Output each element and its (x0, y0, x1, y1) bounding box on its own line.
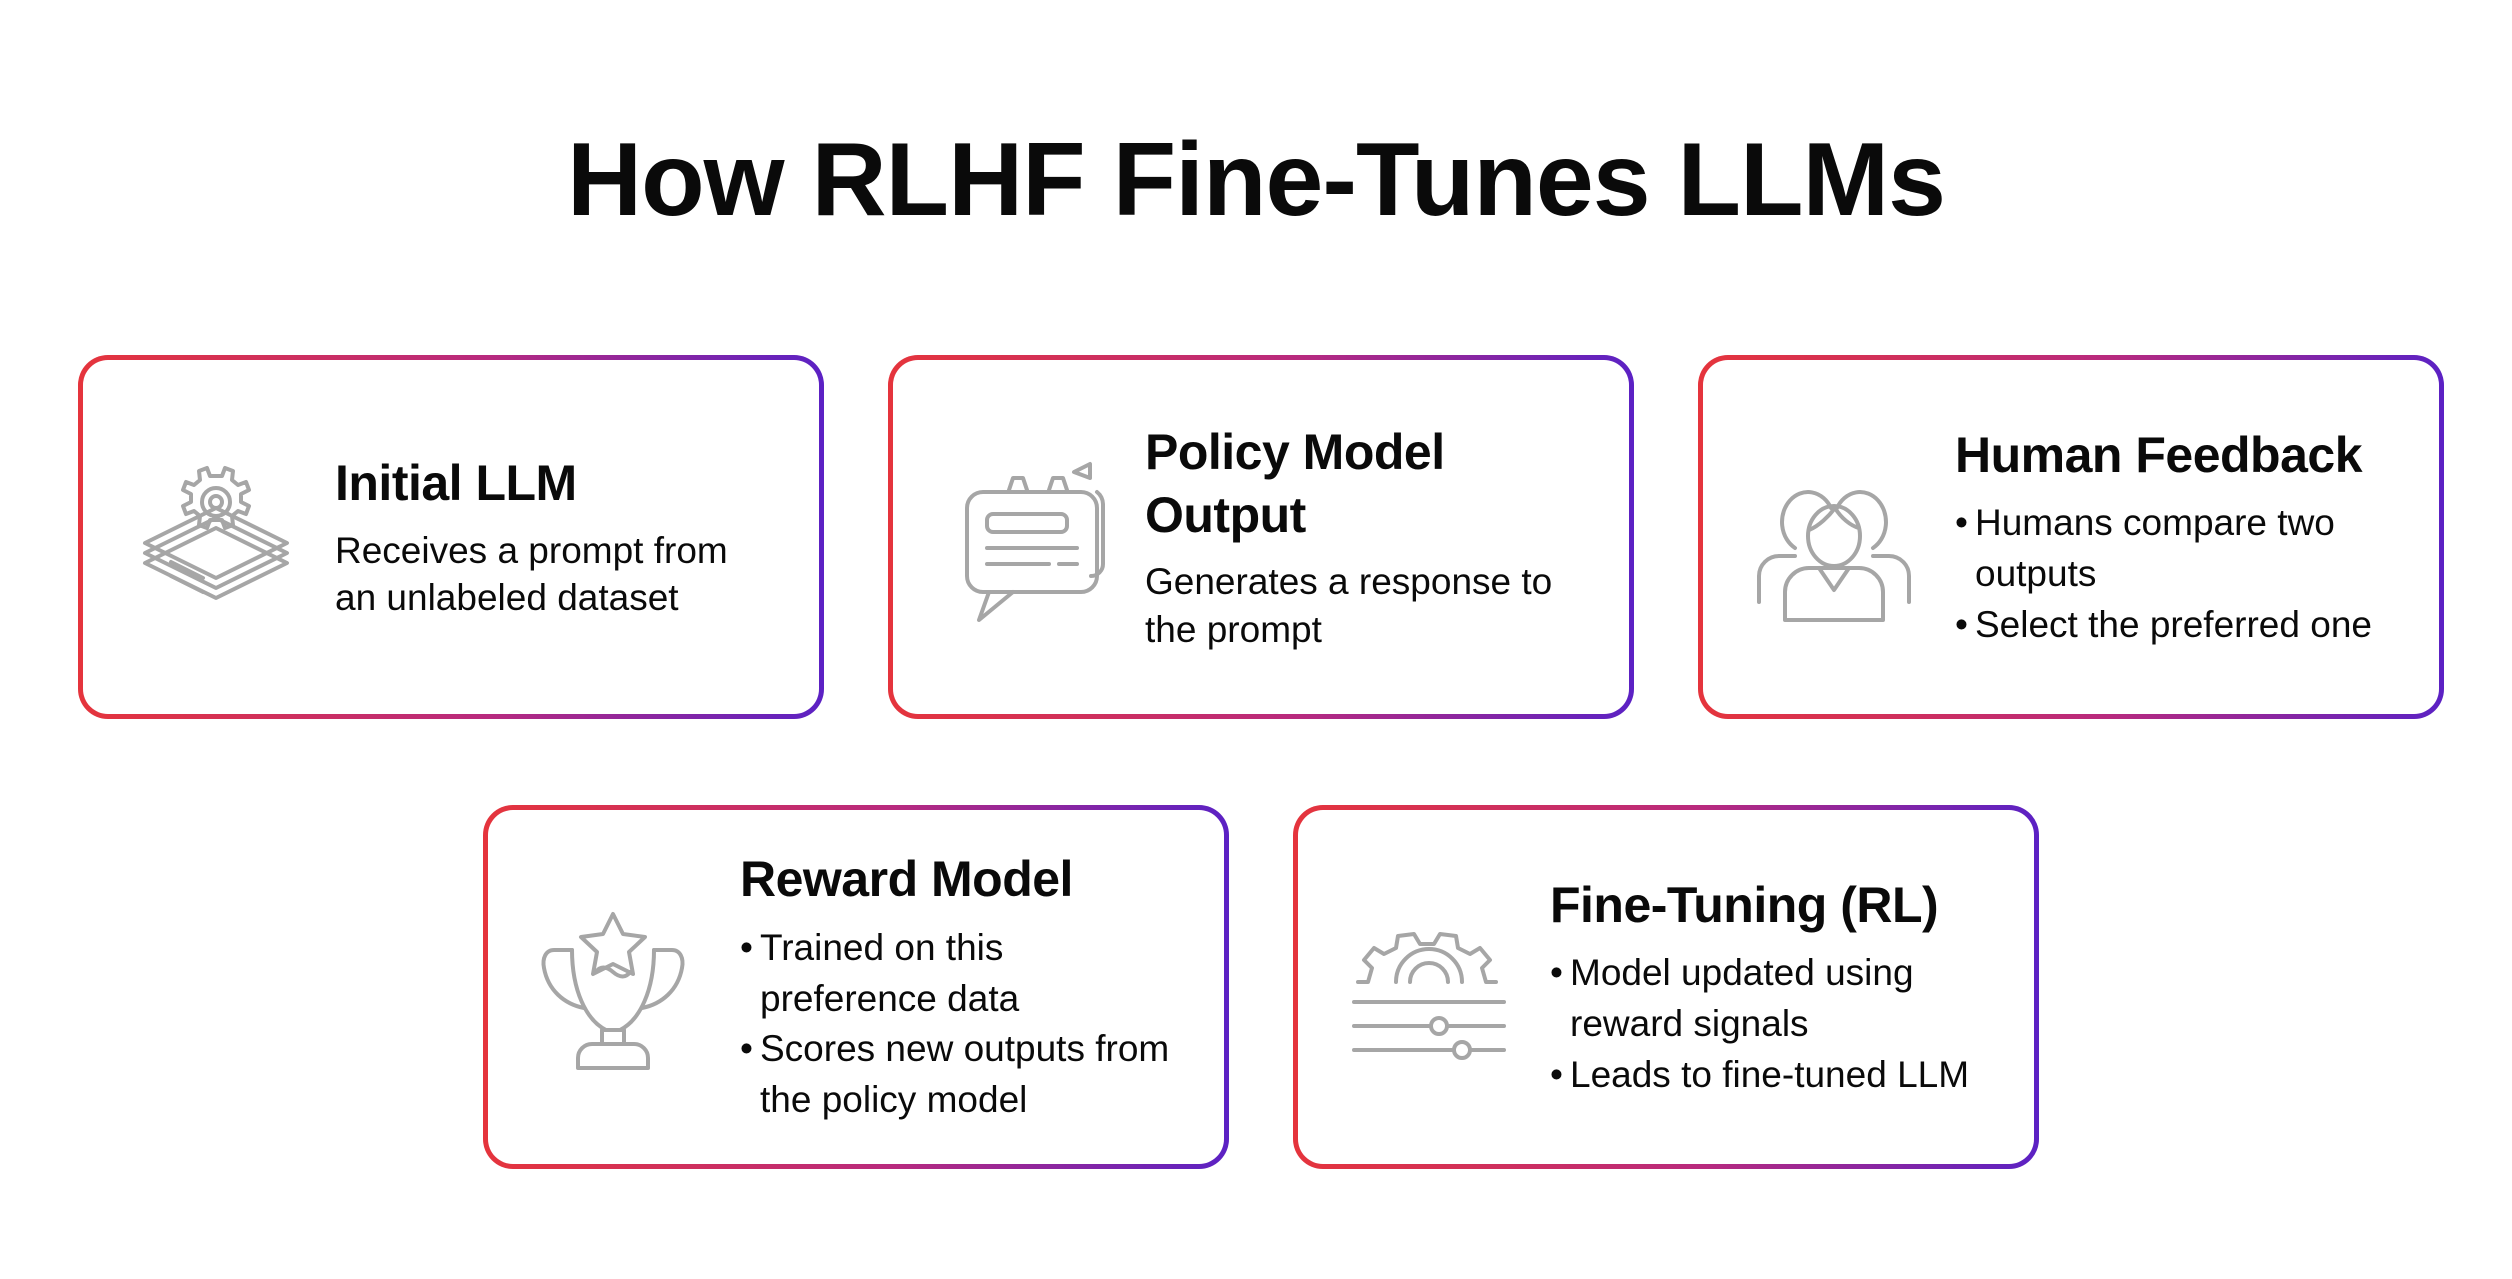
page-title: How RLHF Fine-Tunes LLMs (567, 122, 1946, 238)
chat-bubble-gear-icon (949, 452, 1119, 622)
card-title: Policy Model Output (1145, 424, 1445, 543)
people-group-icon (1749, 452, 1919, 622)
card-initial-llm: Initial LLM Receives a prompt from an un… (78, 355, 824, 719)
bullet-list: Humans compare two outputs Select the pr… (1955, 498, 2395, 650)
bullet-item: Trained on this preference data (740, 923, 1070, 1024)
bullet-item: Select the preferred one (1955, 600, 2395, 651)
card-title: Initial LLM (335, 455, 577, 512)
card-text: Fine-Tuning (RL) Model updated using rew… (1550, 810, 2014, 1164)
bullet-list: Trained on this preference data Scores n… (740, 923, 1200, 1126)
card-text: Reward Model Trained on this preference … (740, 810, 1204, 1164)
trophy-star-icon (528, 902, 698, 1072)
stacked-layers-gear-icon (131, 452, 301, 622)
bullet-item: Humans compare two outputs (1955, 498, 2395, 599)
card-description: Generates a response to the prompt (1145, 561, 1553, 650)
bullet-list: Model updated using reward signals Leads… (1550, 948, 2010, 1100)
card-text: Initial LLM Receives a prompt from an un… (335, 360, 789, 714)
gear-sliders-icon (1344, 902, 1514, 1072)
card-policy-model-output: Policy Model Output Generates a response… (888, 355, 1634, 719)
card-reward-model: Reward Model Trained on this preference … (483, 805, 1229, 1169)
card-text: Human Feedback Humans compare two output… (1955, 360, 2419, 714)
card-title: Reward Model (740, 851, 1073, 908)
card-human-feedback: Human Feedback Humans compare two output… (1698, 355, 2444, 719)
card-title: Human Feedback (1955, 426, 2363, 483)
bullet-item: Leads to fine-tuned LLM (1550, 1050, 2010, 1101)
card-text: Policy Model Output Generates a response… (1145, 360, 1599, 714)
card-fine-tuning: Fine-Tuning (RL) Model updated using rew… (1293, 805, 2039, 1169)
bullet-item: Scores new outputs from the policy model (740, 1024, 1200, 1125)
card-description: Receives a prompt from an unlabeled data… (335, 529, 728, 619)
bullet-item: Model updated using reward signals (1550, 948, 1970, 1049)
card-title: Fine-Tuning (RL) (1550, 876, 1939, 933)
